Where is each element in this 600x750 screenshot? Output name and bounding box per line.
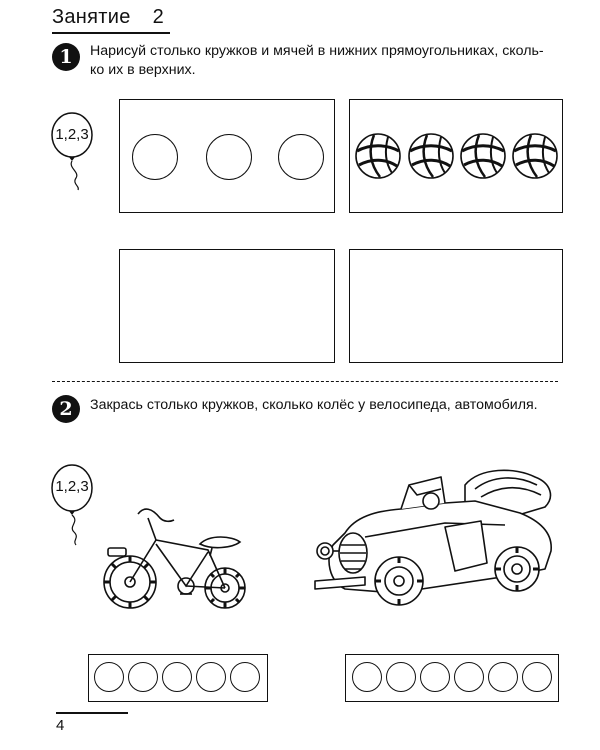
ball-icon xyxy=(355,133,401,179)
answer-circle[interactable] xyxy=(386,662,416,692)
lesson-label: Занятие xyxy=(52,6,131,28)
page-number-rule xyxy=(56,712,128,714)
task-1-instruction: Нарисуй столько кружков и мячей в нижних… xyxy=(90,42,560,80)
answer-circle[interactable] xyxy=(94,662,124,692)
bottom-right-drawing-box[interactable] xyxy=(349,249,563,363)
title-underline xyxy=(52,32,170,34)
lesson-number: 2 xyxy=(152,6,165,28)
answer-circle[interactable] xyxy=(196,662,226,692)
circle xyxy=(132,134,178,180)
answer-circle[interactable] xyxy=(488,662,518,692)
task-2-number: 2 xyxy=(59,398,73,420)
task-2-instruction: Закрась столько кружков, сколько колёс у… xyxy=(90,397,538,413)
car-icon xyxy=(314,469,552,606)
ball-icon xyxy=(460,133,506,179)
balloon-label: 1,2,3 xyxy=(55,478,89,495)
answer-circle[interactable] xyxy=(420,662,450,692)
answer-circle[interactable] xyxy=(230,662,260,692)
section-divider xyxy=(52,381,558,382)
circle xyxy=(206,134,252,180)
balls-group xyxy=(355,133,558,179)
lesson-title: Занятие 2 xyxy=(52,6,164,29)
answer-circle[interactable] xyxy=(454,662,484,692)
ball-icon xyxy=(408,133,454,179)
circle xyxy=(278,134,324,180)
answer-circle[interactable] xyxy=(522,662,552,692)
balloon-icon xyxy=(51,112,93,191)
answer-circle[interactable] xyxy=(162,662,192,692)
ball-icon xyxy=(512,133,558,179)
task-2-badge: 2 xyxy=(52,395,80,423)
page-number: 4 xyxy=(56,717,65,734)
task-1-number: 1 xyxy=(59,46,73,68)
bottom-left-drawing-box[interactable] xyxy=(119,249,335,363)
answer-circle[interactable] xyxy=(128,662,158,692)
answer-circle[interactable] xyxy=(352,662,382,692)
balloon-label: 1,2,3 xyxy=(55,126,89,143)
task-1-text-line1: Нарисуй столько кружков и мячей в нижних… xyxy=(90,43,544,59)
task-1-text-line2: ко их в верхних. xyxy=(90,62,196,78)
task-1-badge: 1 xyxy=(52,43,80,71)
balloon-icon xyxy=(51,464,93,546)
bicycle-icon xyxy=(103,508,246,609)
